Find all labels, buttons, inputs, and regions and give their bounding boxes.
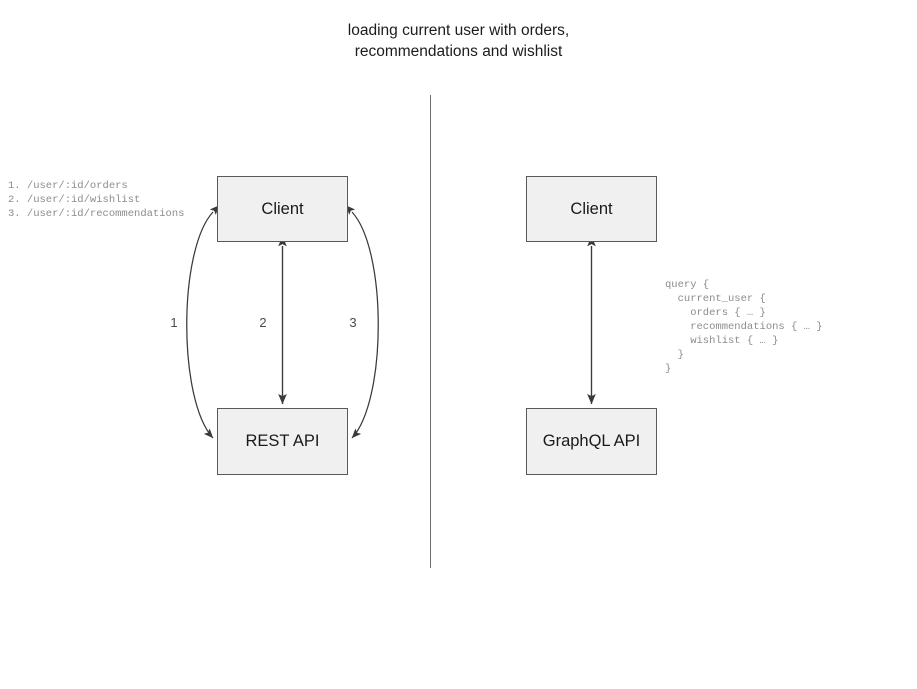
page-title: loading current user with orders, recomm… bbox=[347, 22, 570, 60]
edge-label-2: 2 bbox=[259, 315, 267, 330]
rest-endpoint-list: 1. /user/:id/orders 2. /user/:id/wishlis… bbox=[8, 180, 185, 220]
node-rest-client[interactable]: Client bbox=[217, 176, 348, 242]
rest-edge-3-curve bbox=[345, 205, 379, 439]
node-rest-client-label: Client bbox=[261, 199, 304, 218]
node-rest-api[interactable]: REST API bbox=[217, 408, 348, 475]
graphql-query-block: query { current_user { orders { … } reco… bbox=[665, 279, 823, 375]
node-graphql-client[interactable]: Client bbox=[526, 176, 657, 242]
rest-edge-1-curve bbox=[186, 205, 220, 439]
edge-label-3: 3 bbox=[349, 315, 357, 330]
node-rest-api-label: REST API bbox=[245, 432, 320, 450]
edge-label-1: 1 bbox=[170, 315, 178, 330]
node-graphql-api[interactable]: GraphQL API bbox=[526, 408, 657, 475]
node-graphql-api-label: GraphQL API bbox=[542, 432, 641, 450]
node-graphql-client-label: Client bbox=[570, 199, 613, 218]
section-divider bbox=[430, 95, 431, 568]
